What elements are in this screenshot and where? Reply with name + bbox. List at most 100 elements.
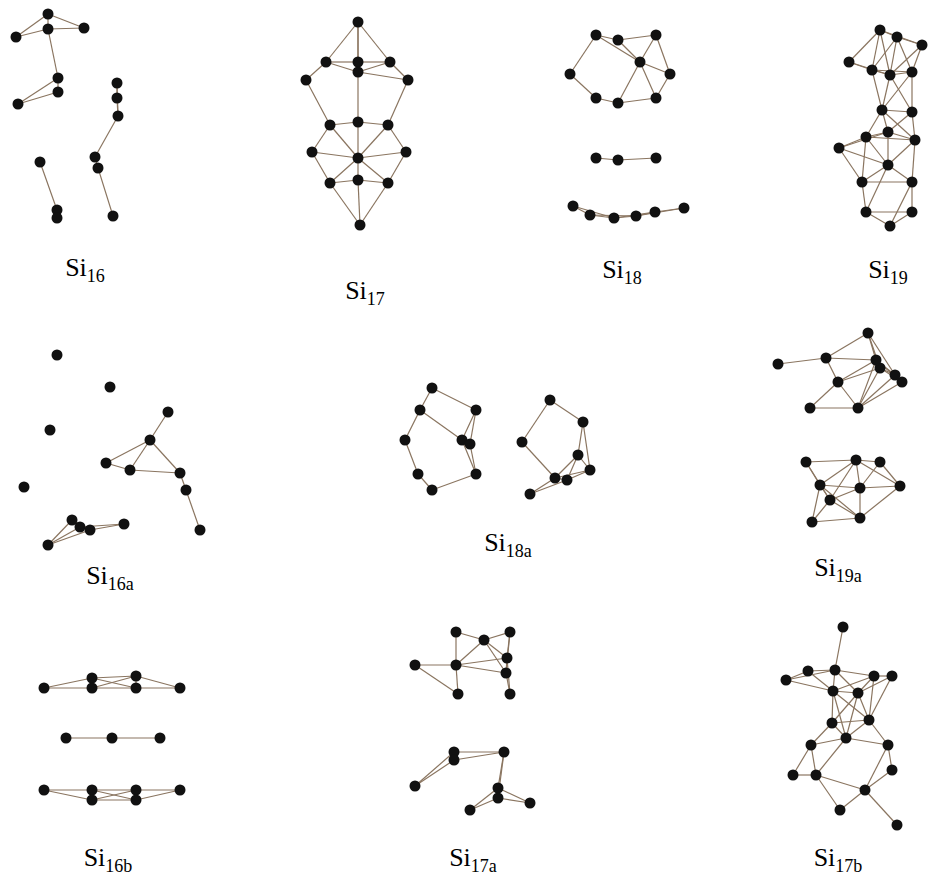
bond-line xyxy=(820,485,860,488)
atom-dot xyxy=(113,111,124,122)
atom-dot xyxy=(815,480,826,491)
atom-dot xyxy=(301,75,312,86)
atom-dot xyxy=(52,213,63,224)
bond-line xyxy=(888,140,915,165)
atom-dot xyxy=(131,795,142,806)
atom-dot xyxy=(869,671,880,682)
bond-line xyxy=(912,140,915,182)
atom-dot xyxy=(353,17,364,28)
bond-line xyxy=(18,92,58,104)
atom-dot xyxy=(353,67,364,78)
bond-line xyxy=(860,486,900,518)
bond-line xyxy=(833,676,874,691)
atom-dot xyxy=(565,69,576,80)
atom-dot xyxy=(853,688,864,699)
atom-dot xyxy=(125,465,136,476)
atom-dot xyxy=(53,87,64,98)
bond-line xyxy=(846,738,888,745)
bond-line xyxy=(786,680,833,691)
atom-dot xyxy=(578,417,589,428)
atom-dot xyxy=(383,120,394,131)
atom-dot xyxy=(427,485,438,496)
bond-line xyxy=(846,693,858,738)
atom-dot xyxy=(801,457,812,468)
bond-line xyxy=(92,790,136,800)
atom-dot xyxy=(568,201,579,212)
bond-line xyxy=(849,30,880,62)
atom-dot xyxy=(383,178,394,189)
bond-line xyxy=(92,676,136,688)
atom-dot xyxy=(895,481,906,492)
bond-line xyxy=(640,62,656,98)
atom-dot xyxy=(651,30,662,41)
atom-dot xyxy=(61,733,72,744)
atom-dot xyxy=(353,153,364,164)
atom-dot xyxy=(907,107,918,118)
bond-line xyxy=(330,183,360,225)
bond-line xyxy=(456,665,506,673)
bond-line xyxy=(872,37,897,70)
atom-dot xyxy=(43,24,54,35)
bond-line xyxy=(550,400,583,422)
bond-line xyxy=(330,125,358,158)
cluster-label: Si16a xyxy=(86,563,134,589)
bond-line xyxy=(835,627,843,670)
atom-dot xyxy=(451,627,462,638)
atom-dot xyxy=(525,489,536,500)
atom-dot xyxy=(863,328,874,339)
bond-line xyxy=(866,211,912,212)
atom-dot xyxy=(861,207,872,218)
bond-line xyxy=(858,382,902,408)
atom-dot xyxy=(465,439,476,450)
bond-line xyxy=(106,440,150,463)
atom-dot xyxy=(45,425,56,436)
bond-line xyxy=(869,676,874,720)
bond-line xyxy=(130,470,180,473)
atom-dot xyxy=(885,221,896,232)
bond-line xyxy=(326,22,358,62)
bond-line xyxy=(415,752,454,786)
atom-dot xyxy=(517,437,528,448)
atom-dot xyxy=(811,770,822,781)
atom-dot xyxy=(883,127,894,138)
atom-dot xyxy=(479,635,490,646)
cluster-label: Si18 xyxy=(602,257,642,283)
bond-line xyxy=(890,182,912,226)
bond-line xyxy=(360,183,388,225)
atom-dot xyxy=(195,525,206,536)
atom-dot xyxy=(93,163,104,174)
bond-line xyxy=(865,790,897,825)
atom-dot xyxy=(875,457,886,468)
bond-line xyxy=(136,687,180,688)
atom-dot xyxy=(562,475,573,486)
atom-dot xyxy=(890,370,901,381)
bond-line xyxy=(618,158,656,160)
cluster-label: Si16 xyxy=(65,255,105,281)
atom-dot xyxy=(875,25,886,36)
bond-line xyxy=(858,375,895,408)
atom-dot xyxy=(864,715,875,726)
bond-line xyxy=(358,180,360,225)
atom-dot xyxy=(67,515,78,526)
atom-dot xyxy=(892,820,903,831)
atom-dot xyxy=(79,23,90,34)
atom-dot xyxy=(907,177,918,188)
bond-line xyxy=(456,658,507,665)
bond-line xyxy=(862,137,866,182)
atom-dot xyxy=(651,153,662,164)
bond-line xyxy=(778,358,826,364)
atom-dot xyxy=(841,733,852,744)
atom-dot xyxy=(613,98,624,109)
bond-line xyxy=(826,333,868,358)
atom-dot xyxy=(877,105,888,116)
bond-line xyxy=(816,775,840,810)
atom-dot xyxy=(175,785,186,796)
bond-line xyxy=(869,676,892,720)
atom-dot xyxy=(471,405,482,416)
bond-line xyxy=(810,407,858,408)
atom-dot xyxy=(844,57,855,68)
atom-dot xyxy=(833,377,844,388)
bond-line xyxy=(812,518,860,522)
bond-line xyxy=(92,799,136,800)
